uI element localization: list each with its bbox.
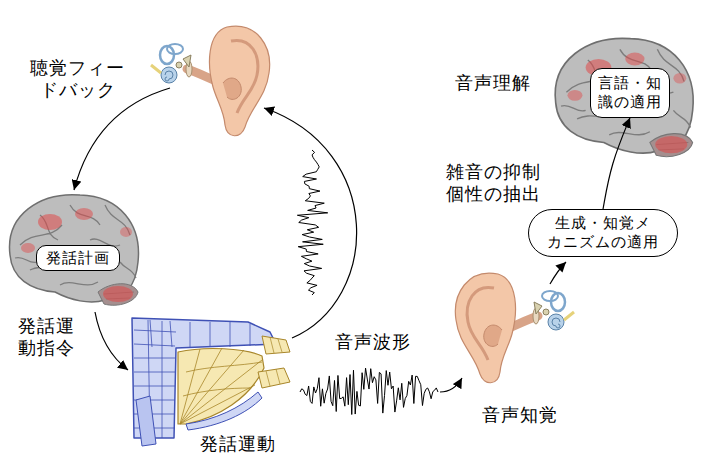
waveform [300, 368, 438, 414]
flow-arrows [74, 88, 566, 392]
text-line: 識の適用 [598, 93, 662, 112]
process-box: 言語・知 識の適用 [590, 68, 670, 118]
waveform [297, 150, 327, 295]
text-line: 音声知覚 [482, 405, 558, 427]
text-line: 生成・知覚メ [547, 214, 659, 233]
ear-top [151, 26, 270, 136]
text-line: カニズムの適用 [547, 233, 659, 252]
box-text: 生成・知覚メ カニズムの適用 [547, 214, 659, 252]
label-text: 音声知覚 [482, 405, 558, 427]
text-line: 発話運動 [200, 434, 276, 456]
text-line: 音声波形 [335, 332, 411, 354]
brain-right [555, 38, 693, 156]
flow-arrow [603, 118, 630, 210]
text-line: 個性の抽出 [446, 184, 541, 206]
label-text: 発話運 動指令 [18, 316, 75, 359]
label-text: 聴覚フィー ドバック [30, 58, 125, 101]
text-line: 動指令 [18, 338, 75, 360]
label-text: 雑音の抑制 個性の抽出 [446, 162, 541, 205]
process-box: 生成・知覚メ カニズムの適用 [528, 209, 678, 257]
text-line: ドバック [30, 80, 125, 102]
brain-left [10, 195, 139, 306]
label-text: 発話運動 [200, 434, 276, 456]
text-line: 発話計画 [46, 249, 110, 268]
text-line: 言語・知 [598, 74, 662, 93]
text-line: 雑音の抑制 [446, 162, 541, 184]
box-text: 発話計画 [46, 249, 110, 268]
ear-right [455, 273, 574, 383]
process-box: 発話計画 [36, 245, 120, 272]
label-text: 音声理解 [455, 73, 531, 95]
vocal-tract [132, 318, 290, 446]
text-line: 聴覚フィー [30, 58, 125, 80]
label-text: 音声波形 [335, 332, 411, 354]
box-text: 言語・知 識の適用 [598, 74, 662, 112]
text-line: 音声理解 [455, 73, 531, 95]
text-line: 発話運 [18, 316, 75, 338]
